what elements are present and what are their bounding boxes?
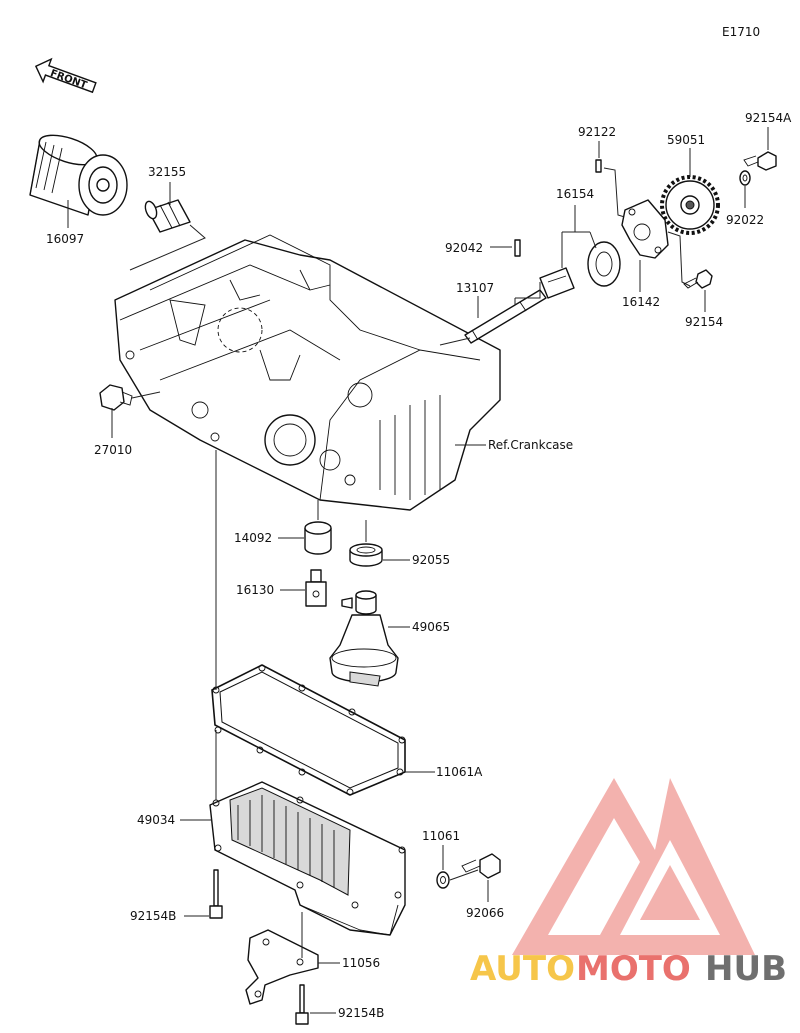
label-32155: 32155 (148, 165, 186, 179)
label-49034: 49034 (137, 813, 175, 827)
front-arrow-icon: FRONT (34, 57, 97, 94)
label-16142: 16142 (622, 295, 660, 309)
label-92055: 92055 (412, 553, 450, 567)
front-label: FRONT (49, 68, 89, 91)
oring-92055 (349, 543, 383, 567)
pin-92042 (514, 239, 521, 257)
watermark-moto: MOTO (576, 949, 691, 989)
diagram-code: E1710 (722, 25, 760, 39)
label-92154A: 92154A (745, 111, 792, 125)
label-11061A: 11061A (436, 765, 483, 779)
crankcase-lower (114, 234, 501, 511)
oil-filter (29, 134, 128, 216)
sprocket-59051 (660, 175, 720, 235)
bracket-11056 (245, 929, 319, 1005)
ref-crankcase-label: Ref.Crankcase (488, 438, 573, 452)
label-92066: 92066 (466, 906, 504, 920)
bolt-92154A (743, 151, 777, 171)
label-92154B-1: 92154B (130, 909, 176, 923)
bolt-92154B-left (209, 869, 223, 919)
rotor-set-16154 (539, 241, 621, 299)
oil-pan-49034 (209, 781, 406, 936)
label-92042: 92042 (445, 241, 483, 255)
collar-14092 (304, 521, 332, 555)
watermark-text: AUTO MOTO HUB (470, 949, 787, 989)
watermark-auto: AUTO (470, 949, 575, 989)
watermark-hub: HUB (705, 949, 787, 989)
bolt-92154 (683, 269, 713, 289)
label-92154: 92154 (685, 315, 723, 329)
label-11061: 11061 (422, 829, 460, 843)
washer-11061 (436, 871, 450, 889)
strainer-49065 (329, 590, 399, 687)
washer-92022 (739, 170, 751, 186)
label-11056: 11056 (342, 956, 380, 970)
fitting-16130 (305, 569, 327, 607)
label-92154B-2: 92154B (338, 1006, 384, 1020)
label-16154: 16154 (556, 187, 594, 201)
watermark-logo (512, 778, 755, 955)
label-16130: 16130 (236, 583, 274, 597)
label-16097: 16097 (46, 232, 84, 246)
drain-plug-27010 (99, 384, 133, 411)
label-49065: 49065 (412, 620, 450, 634)
drain-bolt-92066 (461, 853, 501, 879)
pump-cover-16142 (621, 199, 669, 259)
label-92122: 92122 (578, 125, 616, 139)
label-14092: 14092 (234, 531, 272, 545)
label-27010: 27010 (94, 443, 132, 457)
label-59051: 59051 (667, 133, 705, 147)
label-13107: 13107 (456, 281, 494, 295)
oil-pipe (144, 199, 191, 233)
bolt-92154B-bottom (295, 984, 309, 1025)
label-92022: 92022 (726, 213, 764, 227)
pin-92122 (595, 159, 602, 173)
